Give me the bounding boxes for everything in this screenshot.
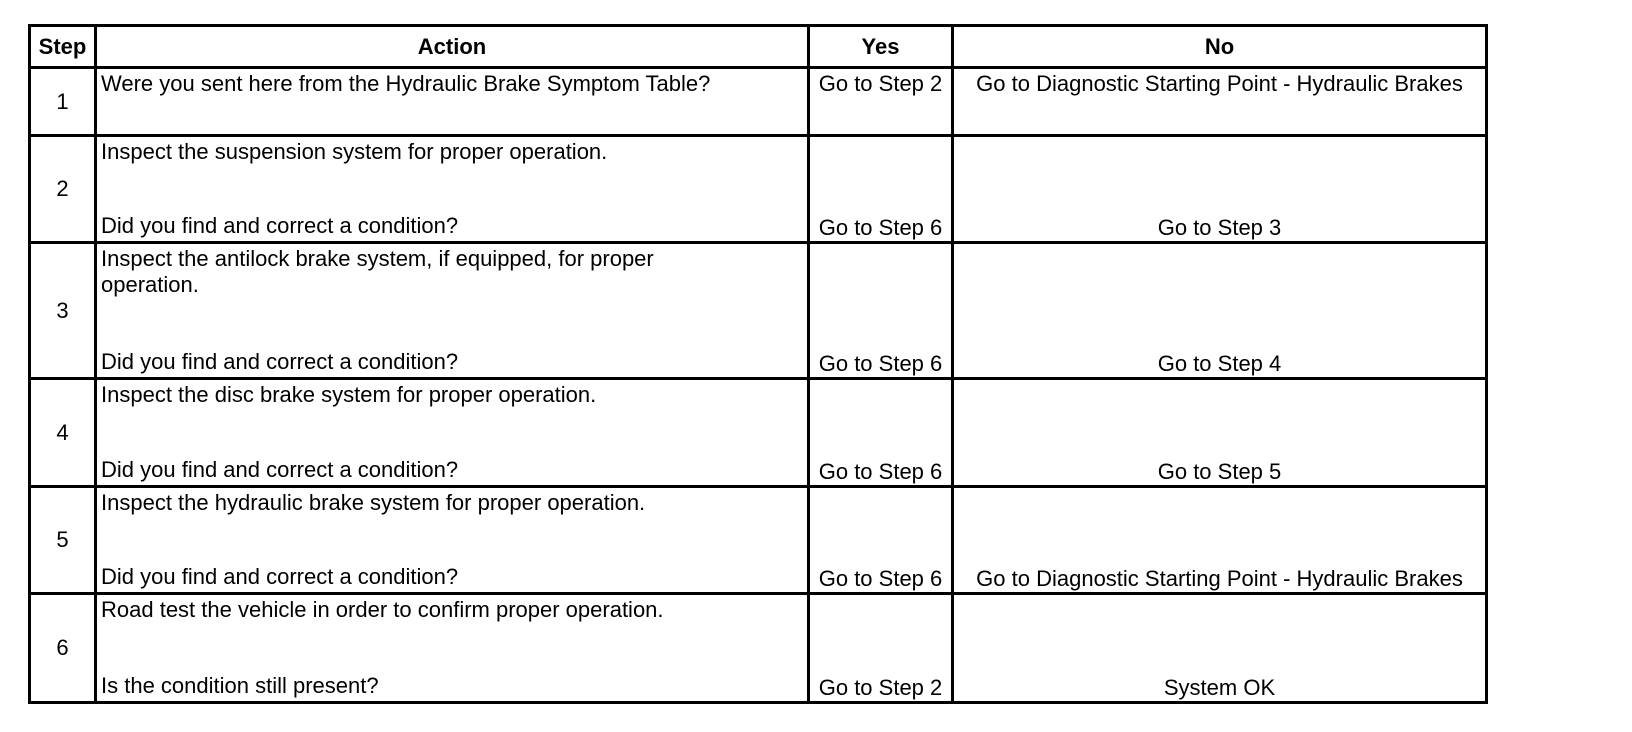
table-row: 2 Inspect the suspension system for prop… bbox=[28, 134, 1488, 244]
table-row: 4 Inspect the disc brake system for prop… bbox=[28, 377, 1488, 488]
table-row: 5 Inspect the hydraulic brake system for… bbox=[28, 485, 1488, 595]
action-question: Did you find and correct a condition? bbox=[101, 349, 459, 374]
action-question: Did you find and correct a condition? bbox=[101, 213, 459, 238]
action-cell: Road test the vehicle in order to confir… bbox=[94, 592, 810, 704]
yes-result: Go to Step 2 bbox=[807, 592, 954, 704]
header-yes: Yes bbox=[807, 24, 954, 69]
no-result: Go to Step 3 bbox=[951, 134, 1488, 244]
step-number: 5 bbox=[28, 485, 97, 595]
step-number: 2 bbox=[28, 134, 97, 244]
step-number: 4 bbox=[28, 377, 97, 488]
action-instruction: Inspect the antilock brake system, if eq… bbox=[101, 246, 654, 297]
action-cell: Inspect the hydraulic brake system for p… bbox=[94, 485, 810, 595]
no-result: System OK bbox=[951, 592, 1488, 704]
no-result: Go to Step 4 bbox=[951, 241, 1488, 380]
action-question: Did you find and correct a condition? bbox=[101, 457, 459, 482]
step-number: 1 bbox=[28, 66, 97, 137]
action-cell: Inspect the antilock brake system, if eq… bbox=[94, 241, 810, 380]
table-row: 3 Inspect the antilock brake system, if … bbox=[28, 241, 1488, 380]
action-cell: Inspect the suspension system for proper… bbox=[94, 134, 810, 244]
no-result: Go to Diagnostic Starting Point - Hydrau… bbox=[951, 66, 1488, 137]
action-cell: Were you sent here from the Hydraulic Br… bbox=[94, 66, 810, 137]
header-action: Action bbox=[94, 24, 810, 69]
action-instruction: Road test the vehicle in order to confir… bbox=[101, 597, 664, 622]
yes-result: Go to Step 6 bbox=[807, 241, 954, 380]
action-question: Did you find and correct a condition? bbox=[101, 564, 459, 589]
action-cell: Inspect the disc brake system for proper… bbox=[94, 377, 810, 488]
header-step: Step bbox=[28, 24, 97, 69]
yes-result: Go to Step 6 bbox=[807, 377, 954, 488]
table-header-row: Step Action Yes No bbox=[28, 24, 1488, 69]
table-row: 1 Were you sent here from the Hydraulic … bbox=[28, 66, 1488, 137]
action-instruction: Inspect the suspension system for proper… bbox=[101, 139, 608, 164]
table-row: 6 Road test the vehicle in order to conf… bbox=[28, 592, 1488, 704]
no-result: Go to Diagnostic Starting Point - Hydrau… bbox=[951, 485, 1488, 595]
header-no: No bbox=[951, 24, 1488, 69]
yes-result: Go to Step 6 bbox=[807, 134, 954, 244]
step-number: 3 bbox=[28, 241, 97, 380]
diagnostic-table: Step Action Yes No 1 Were you sent here … bbox=[28, 24, 1488, 704]
yes-result: Go to Step 2 bbox=[807, 66, 954, 137]
yes-result: Go to Step 6 bbox=[807, 485, 954, 595]
action-instruction: Inspect the hydraulic brake system for p… bbox=[101, 490, 646, 515]
action-instruction: Were you sent here from the Hydraulic Br… bbox=[101, 71, 711, 96]
action-question: Is the condition still present? bbox=[101, 673, 379, 698]
step-number: 6 bbox=[28, 592, 97, 704]
no-result: Go to Step 5 bbox=[951, 377, 1488, 488]
action-instruction: Inspect the disc brake system for proper… bbox=[101, 382, 597, 407]
